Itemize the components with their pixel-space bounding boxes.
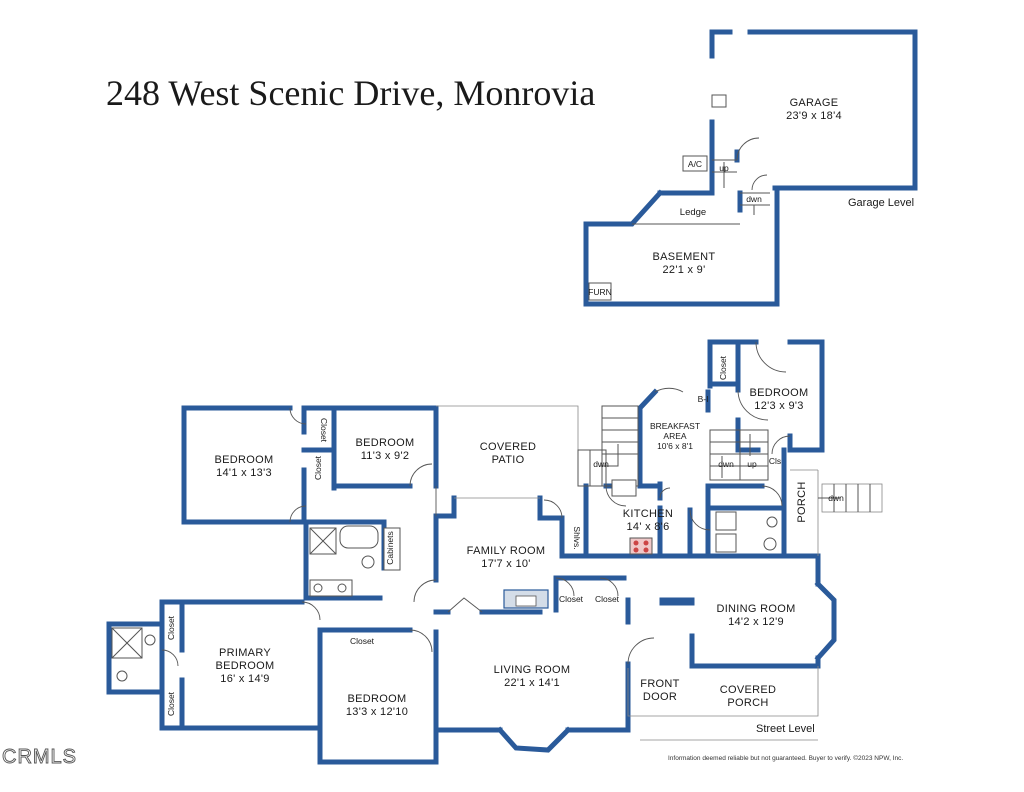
up-label-2: up (747, 459, 757, 469)
bedroom-ne-label: BEDROOM (750, 387, 809, 399)
bedroom-nw-label: BEDROOM (215, 454, 274, 466)
porch-bath-sink-icon (766, 516, 778, 528)
dryer-icon (715, 533, 737, 553)
closet-label-2: Closet (313, 455, 323, 480)
bedroom-s-label: BEDROOM (348, 693, 407, 705)
closet-label-6: Closet (166, 615, 176, 640)
dwn-label-2: dwn (593, 459, 609, 469)
garage-level-walls (583, 29, 918, 307)
front-door-label-2: DOOR (643, 691, 677, 703)
crmls-watermark: CRMLS (2, 746, 77, 768)
disclaimer: Information deemed reliable but not guar… (668, 754, 903, 762)
furnace-unit (588, 282, 612, 301)
primary-bedroom-dims: 16' x 14'9 (220, 673, 269, 685)
bi-label: B-I (698, 394, 709, 404)
washer-icon (715, 511, 737, 531)
closet-label-4: Closet (595, 594, 620, 604)
kitchen-sink-icon (611, 479, 637, 497)
dwn-label-4: dwn (828, 493, 844, 503)
door-swings (161, 341, 791, 667)
covered-porch-label-1: COVERED (720, 684, 777, 696)
fixtures (111, 479, 778, 682)
dining-room-dims: 14'2 x 12'9 (728, 616, 784, 628)
water-heater-icon (711, 94, 727, 108)
up-label: up (719, 163, 729, 173)
front-door-label-1: FRONT (640, 678, 679, 690)
covered-porch-label-2: PORCH (727, 697, 768, 709)
cabinets-label: Cabinets (385, 531, 395, 565)
primary-bedroom-label-1: PRIMARY (219, 647, 271, 659)
closet-label-7: Closet (166, 691, 176, 716)
kitchen-dims: 14' x 8'6 (627, 521, 670, 533)
dwn-label: dwn (746, 194, 762, 204)
ac-unit (682, 155, 708, 172)
closet-label-1: Closet (319, 418, 329, 443)
closet-label-8: Closet (718, 355, 728, 380)
street-stairs (577, 405, 871, 512)
primary-sink-icon (116, 670, 128, 682)
stair-arrows (600, 434, 840, 499)
family-room-dims: 17'7 x 10' (481, 558, 530, 570)
primary-bedroom-label-2: BEDROOM (216, 660, 275, 672)
furnace-label: FURN (588, 287, 612, 297)
porch-bath-toilet-icon (763, 537, 777, 551)
dining-room-label: DINING ROOM (716, 603, 795, 615)
closet-label-5: Closet (350, 636, 375, 646)
basement-label: BASEMENT (653, 251, 716, 263)
ac-label: A/C (688, 159, 702, 169)
bedroom-ne-dims: 12'3 x 9'3 (754, 400, 803, 412)
garage-stairs (712, 137, 770, 215)
bedroom-n-label: BEDROOM (356, 437, 415, 449)
garage-label: GARAGE (790, 97, 839, 109)
breakfast-dims: 10'6 x 8'1 (657, 441, 693, 451)
page-title: 248 West Scenic Drive, Monrovia (106, 73, 595, 113)
bathtub-icon (339, 525, 379, 549)
bedroom-s-dims: 13'3 x 12'10 (346, 706, 408, 718)
cls-label: Cls (769, 456, 781, 466)
porch-label: PORCH (796, 481, 808, 522)
stove-icon (629, 537, 653, 555)
dwn-label-3: dwn (718, 459, 734, 469)
bedroom-nw-dims: 14'1 x 13'3 (216, 467, 272, 479)
toilet-icon (361, 555, 375, 569)
garage-level-label: Garage Level (848, 197, 914, 209)
breakfast-label-2: AREA (663, 431, 686, 441)
ledge-label: Ledge (680, 207, 706, 218)
covered-patio-label-2: PATIO (492, 454, 525, 466)
dining-divider (659, 597, 695, 606)
primary-toilet-icon (144, 634, 156, 646)
garage-dims: 23'9 x 18'4 (786, 110, 842, 122)
covered-patio-label-1: COVERED (480, 441, 537, 453)
street-level-label: Street Level (756, 723, 815, 735)
living-room-label: LIVING ROOM (494, 664, 571, 676)
living-room-dims: 22'1 x 14'1 (504, 677, 560, 689)
basement-dims: 22'1 x 9' (663, 264, 706, 276)
bedroom-n-dims: 11'3 x 9'2 (361, 450, 410, 462)
shlvs-label: Shlvs. (572, 526, 582, 549)
kitchen-label: KITCHEN (623, 508, 673, 520)
cabinets-box (383, 527, 401, 571)
closet-label-3: Closet (559, 594, 584, 604)
family-room-label: FAMILY ROOM (467, 545, 546, 557)
breakfast-label-1: BREAKFAST (650, 421, 700, 431)
